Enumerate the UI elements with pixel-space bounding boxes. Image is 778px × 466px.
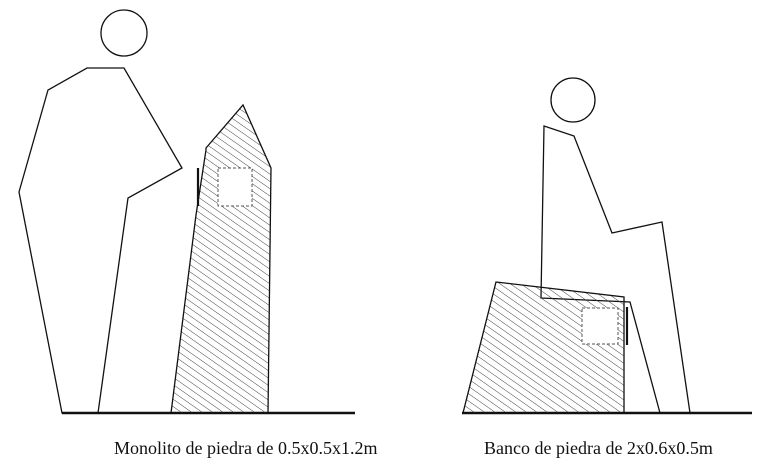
standing-person-head xyxy=(100,9,148,57)
bench-drawing xyxy=(462,77,752,415)
standing-person-body xyxy=(18,67,183,414)
monolith-drawing xyxy=(18,9,355,415)
monolith-caption: Monolito de piedra de 0.5x0.5x1.2m xyxy=(114,438,378,458)
bench-caption: Banco de piedra de 2x0.6x0.5m xyxy=(484,438,713,458)
plaque-outline xyxy=(217,167,253,207)
seated-person-head xyxy=(550,77,596,123)
stone-monolith xyxy=(170,103,272,414)
bench-plaque-outline xyxy=(581,307,619,345)
stone-bench xyxy=(462,281,625,414)
